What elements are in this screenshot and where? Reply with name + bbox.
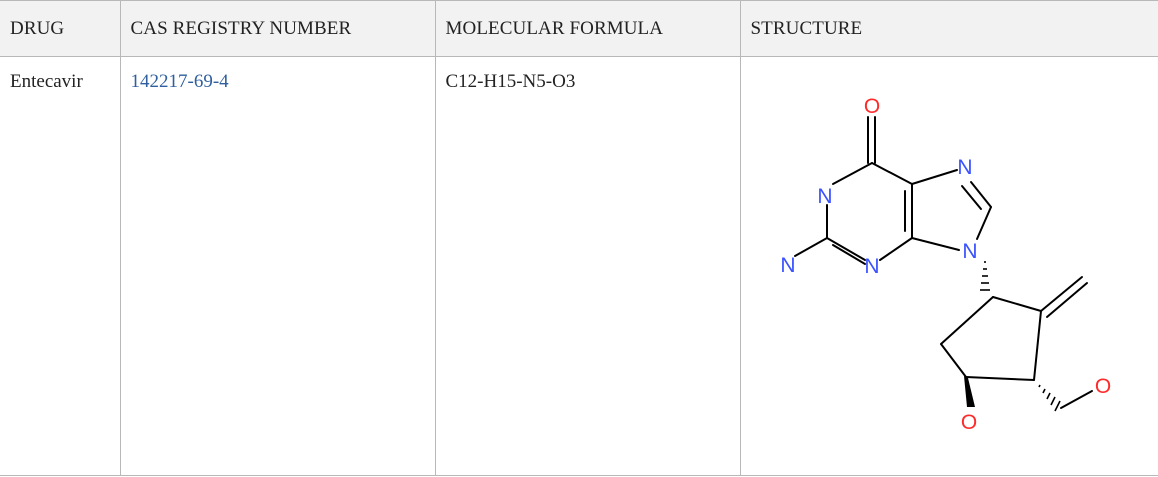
table-row: Entecavir 142217-69-4 C12-H15-N5-O3 (0, 57, 1158, 476)
header-drug: DRUG (0, 1, 120, 57)
atom-nitrogen-n7: N (957, 156, 972, 179)
atom-oxygen-hydroxymethyl: O (1094, 375, 1110, 398)
header-molecular-formula: MOLECULAR FORMULA (435, 1, 740, 57)
cas-number-link[interactable]: 142217-69-4 (131, 71, 229, 92)
cas-number-cell: 142217-69-4 (120, 57, 435, 476)
table-header-row: DRUG CAS REGISTRY NUMBER MOLECULAR FORMU… (0, 1, 1158, 57)
hashed-bond-ch2 (1039, 385, 1060, 411)
header-structure: STRUCTURE (740, 1, 1158, 57)
drug-name-cell: Entecavir (0, 57, 120, 476)
atom-oxygen-carbonyl: O (863, 95, 879, 118)
header-cas-registry-number: CAS REGISTRY NUMBER (120, 1, 435, 57)
hashed-bond-n9 (980, 262, 990, 290)
atom-nitrogen-amino: N (780, 254, 795, 277)
atom-nitrogen-n1: N (817, 185, 832, 208)
atom-nitrogen-n3: N (864, 255, 879, 278)
entecavir-structure-diagram: O N N N N N O O (741, 57, 1158, 477)
molecular-formula-cell: C12-H15-N5-O3 (435, 57, 740, 476)
structure-cell: O N N N N N O O (740, 57, 1158, 476)
atom-oxygen-hydroxyl: O (960, 411, 976, 434)
atom-nitrogen-n9: N (962, 240, 977, 263)
